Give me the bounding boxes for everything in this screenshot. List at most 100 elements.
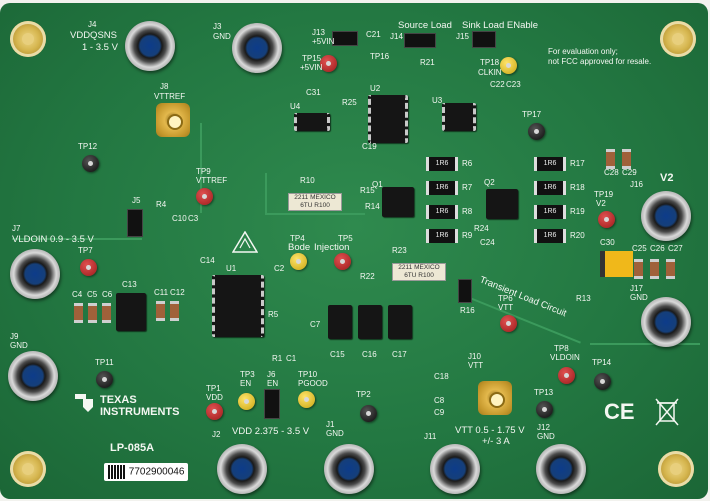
label-tp15-ref: TP15 [302,54,322,63]
label-u2: U2 [370,84,381,93]
testpoint-tp13 [536,401,553,418]
resistor-r7: 1R6 [426,181,458,195]
cap-c29 [622,149,631,169]
label-r16: R16 [460,306,475,315]
resistor-r20: 1R6 [534,229,566,243]
label-c4: C4 [72,290,83,299]
label-r1: R1 [272,354,283,363]
ic-u3 [442,103,476,131]
label-j4-name: VDDQSNS [70,30,117,41]
label-r24: R24 [474,224,489,233]
label-c29: C29 [622,168,637,177]
banana-jack-j11 [430,444,480,494]
label-j15-name: Sink Load ENable [462,20,539,31]
label-j1-ref: J1 [326,420,335,429]
brand-line-2: INSTRUMENTS [100,406,180,418]
testpoint-tp4 [290,253,307,270]
mounting-hole [10,21,46,57]
cap-c28 [606,149,615,169]
label-j10-name: VTT [468,361,484,370]
label-j15-ref: J15 [456,32,469,41]
resistor-r19: 1R6 [534,205,566,219]
testpoint-tp7 [80,259,97,276]
testpoint-tp6 [500,315,517,332]
label-c27: C27 [668,244,683,253]
label-j14-name: Source Load [398,20,452,31]
shunt-text-2b: 6TU R100 [404,272,434,279]
label-r6: R6 [462,159,473,168]
cap-c26 [650,259,659,279]
testpoint-tp10 [298,391,315,408]
label-tp2: TP2 [356,390,371,399]
label-j1-name: GND [326,429,344,438]
testpoint-tp1 [206,403,223,420]
label-r19: R19 [570,207,585,216]
inductor-c15 [328,305,352,339]
label-r20: R20 [570,231,585,240]
label-j6-name: EN [267,379,279,388]
testpoint-tp11 [96,371,113,388]
trace [200,123,202,213]
label-c21: C21 [366,30,381,39]
transient-load-label: Transient Load Circuit [478,274,569,320]
label-c25: C25 [632,244,647,253]
label-r15: R15 [360,186,375,195]
label-r21: R21 [420,58,435,67]
shunt-text-1b: 2211 MEXICO [398,264,440,271]
label-q2: Q2 [484,178,495,187]
label-c3: C3 [188,214,199,223]
ce-mark: CE [604,399,635,424]
label-j3-name: GND [213,32,231,41]
label-tp11: TP11 [95,358,114,367]
trace [265,173,267,215]
ti-logo-icon [75,394,93,412]
label-j16-name: V2 [660,172,674,184]
label-c15: C15 [330,350,345,359]
label-j14-ref: J14 [390,32,403,41]
label-c9: C9 [434,408,445,417]
label-c11: C11 [154,288,169,297]
serial-number: 7702900046 [128,466,185,478]
label-tp16: TP16 [370,52,390,61]
resistor-r8: 1R6 [426,205,458,219]
pcb-board: J4 VDDQSNS 1 - 3.5 V J3 GND J7 VLDOIN 0.… [0,3,708,499]
label-r17: R17 [570,159,585,168]
label-tp5-ref: TP5 [338,234,353,243]
mosfet-q2 [486,189,518,219]
qr-code-icon [108,465,126,479]
resistor-r9: 1R6 [426,229,458,243]
label-tp13: TP13 [534,388,554,397]
serial-sticker: 7702900046 [104,463,189,481]
label-tp3-ref: TP3 [240,370,255,379]
label-r13: R13 [576,294,591,303]
label-tp17: TP17 [522,110,542,119]
testpoint-tp17 [528,123,545,140]
trace [12,238,142,240]
banana-jack-j9 [8,351,58,401]
label-j9-name: GND [10,341,28,350]
label-j11-current: +/- 3 A [482,436,510,447]
label-tp9-ref: TP9 [196,167,211,176]
testpoint-tp9 [196,188,213,205]
tantalum-cap-c30 [600,251,633,277]
testpoint-tp18 [500,57,517,74]
label-c30: C30 [600,238,615,247]
trace [590,343,700,345]
label-tp7: TP7 [78,246,93,255]
esd-warning-icon [232,231,258,253]
jumper-r16 [458,279,472,303]
label-tp3-name: EN [240,379,252,388]
label-c2: C2 [274,264,285,273]
ic-u1 [212,275,264,337]
label-j10-ref: J10 [468,352,481,361]
label-c7: C7 [310,320,321,329]
banana-jack-j4 [125,21,175,71]
label-c19: C19 [362,142,377,151]
label-c26: C26 [650,244,665,253]
label-r22: R22 [360,272,375,281]
label-r18: R18 [570,183,585,192]
mounting-hole [10,451,46,487]
label-tp12: TP12 [78,142,98,151]
label-c5: C5 [87,290,98,299]
